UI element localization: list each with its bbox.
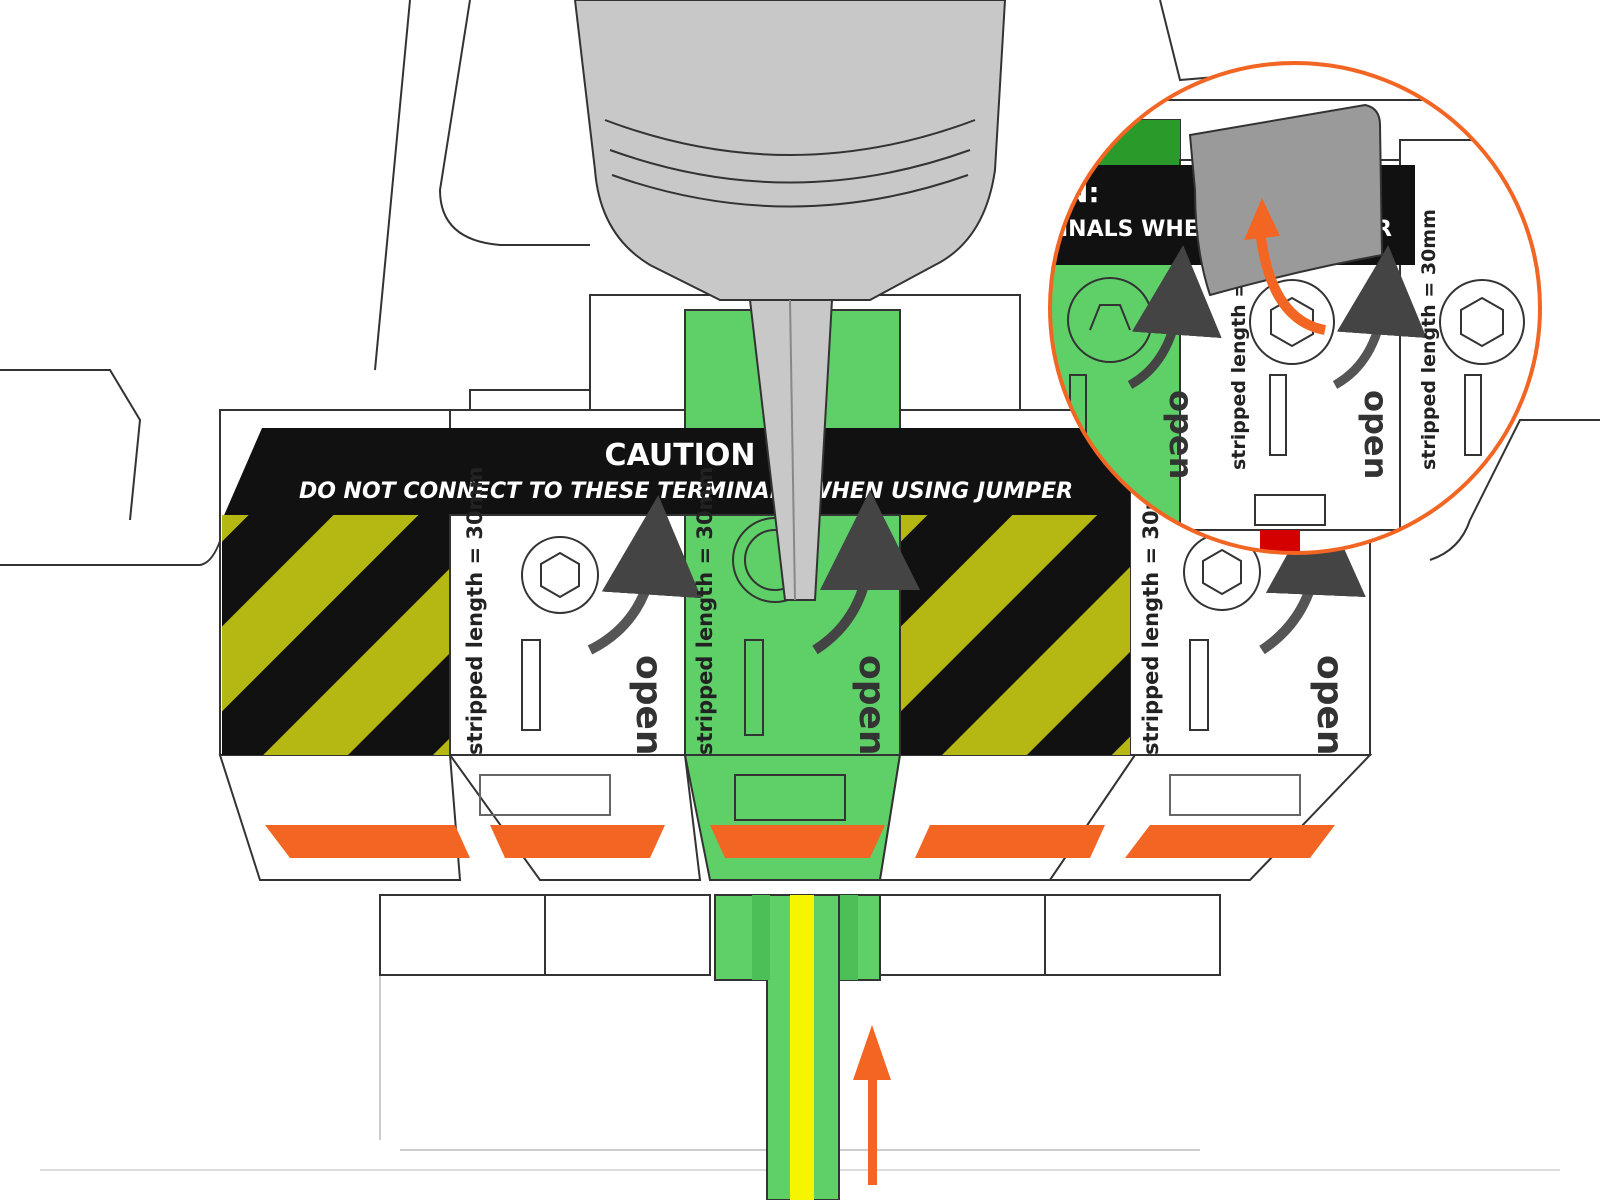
stripped-label-5: stripped length = 30mm [1139, 467, 1163, 755]
wire-icon [1269, 374, 1287, 456]
inset-caution-title: N: [1065, 176, 1100, 209]
hex-screw-icon [1067, 277, 1153, 363]
open-label-5: open [1309, 655, 1350, 756]
wire-icon [744, 639, 764, 736]
inset-caution-subtitle: INALS WHE [1060, 217, 1199, 242]
screwdriver-icon [573, 0, 1007, 601]
hex-screw-icon [1249, 279, 1335, 365]
caution-title: CAUTION [605, 438, 756, 473]
green-yellow-wire [752, 894, 858, 1200]
caution-label: CAUTION DO NOT CONNECT TO THESE TERMINAL… [222, 428, 1130, 756]
inset-stripped-label-2: stripped length = 30mm [1418, 209, 1440, 470]
inset-open-label-white: open [1357, 390, 1395, 479]
rotate-open-arrow-icon [1127, 245, 1222, 389]
wire-icon [1464, 374, 1482, 456]
rotate-open-arrow-icon [587, 495, 702, 655]
terminal-2: stripped length = 30mm open [463, 467, 702, 816]
open-label-3: open [851, 655, 892, 756]
caution-subtitle: DO NOT CONNECT TO THESE TERMINALS WHEN U… [299, 479, 1073, 504]
peeled-label-tab [1188, 103, 1384, 297]
rotate-open-arrow-icon [1332, 245, 1427, 389]
release-tabs [265, 825, 1335, 858]
rotate-open-arrow-icon [1259, 495, 1366, 655]
hex-screw-icon [521, 536, 599, 614]
inset-open-label-green: open [1162, 390, 1200, 479]
stripped-label-3: stripped length = 30mm [693, 467, 717, 755]
insert-direction-arrow-icon [853, 1025, 891, 1185]
wire-icon [521, 639, 541, 731]
magnified-inset: N: INALS WHE R open open stripped length… [1048, 61, 1542, 555]
open-label-2: open [628, 655, 669, 756]
stripped-label-2: stripped length = 30mm [463, 467, 487, 755]
terminal-5: stripped length = 30mm open [1139, 467, 1366, 816]
wire-icon [1189, 639, 1209, 731]
rotate-open-arrow-icon [812, 490, 920, 655]
hex-screw-icon [1439, 279, 1525, 365]
peel-arrow-icon [1255, 229, 1327, 335]
red-marker [1260, 530, 1300, 553]
